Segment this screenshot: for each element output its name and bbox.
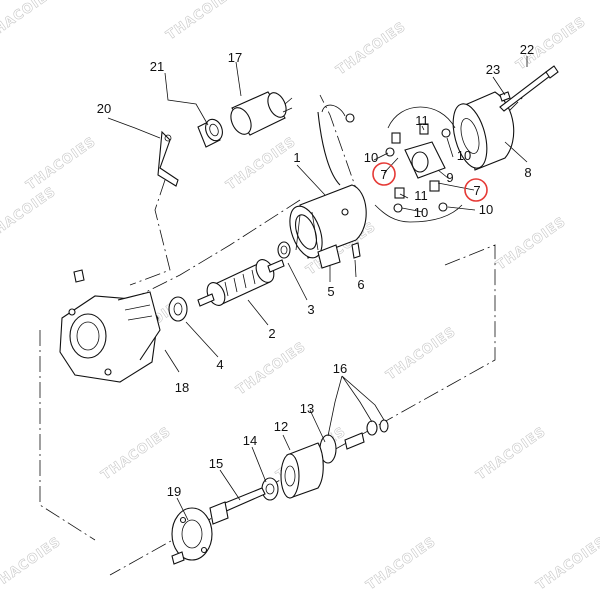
watermark: THACOIES <box>364 534 439 593</box>
through-bolts-22-23 <box>499 65 559 112</box>
callout-7: 7 <box>380 167 387 182</box>
shift-lever-20 <box>157 130 179 187</box>
callout-8: 8 <box>524 165 531 180</box>
callout-21: 21 <box>150 59 164 74</box>
highlight-circle <box>372 162 396 186</box>
callout-3: 3 <box>307 302 314 317</box>
callout-15: 15 <box>209 456 223 471</box>
bearing-part-3 <box>277 241 291 259</box>
watermark: THACOIES <box>494 214 569 273</box>
bearing-part-4 <box>168 296 188 322</box>
bracket-part-19 <box>171 507 213 565</box>
armature-part-2 <box>197 259 285 307</box>
highlight-circles <box>372 162 488 202</box>
brush-holder-assembly <box>374 106 463 223</box>
shaft-part-15 <box>209 487 266 525</box>
callout-18: 18 <box>175 380 189 395</box>
callout-6: 6 <box>357 277 364 292</box>
watermark: THACOIES <box>534 534 600 593</box>
callout-14: 14 <box>243 433 257 448</box>
callout-5: 5 <box>327 284 334 299</box>
watermark: THACOIES <box>234 339 309 398</box>
callout-13: 13 <box>300 401 314 416</box>
callout-19: 19 <box>167 484 181 499</box>
rear-cover-part-8 <box>452 91 515 171</box>
screw-part-6 <box>351 242 361 259</box>
callout-1: 1 <box>293 150 300 165</box>
callout-10: 10 <box>479 202 493 217</box>
callout-4: 4 <box>216 357 223 372</box>
callout-10: 10 <box>364 150 378 165</box>
leader-lines <box>107 56 528 521</box>
yoke-part-1 <box>289 184 367 259</box>
callout-labels: 1 2 3 4 5 6 7 7 8 9 10 10 10 10 11 11 12… <box>97 42 534 499</box>
clutch-spring-parts-16-13 <box>319 419 389 464</box>
watermark: THACOIES <box>474 424 549 483</box>
callout-11: 11 <box>415 113 429 128</box>
callout-10: 10 <box>414 205 428 220</box>
pinion-part-14 <box>261 477 279 501</box>
callout-20: 20 <box>97 101 111 116</box>
drive-housing-part-18 <box>59 269 161 383</box>
watermark: THACOIES <box>0 184 59 243</box>
solenoid-part-17 <box>230 91 355 186</box>
watermark: THACOIES <box>384 324 459 383</box>
watermark: THACOIES <box>334 19 409 78</box>
watermark: THACOIES <box>0 0 59 43</box>
watermark: THACOIES <box>24 134 99 193</box>
callout-10: 10 <box>457 148 471 163</box>
plunger-parts-21 <box>197 118 223 148</box>
callout-16: 16 <box>333 361 347 376</box>
watermark: THACOIES <box>224 134 299 193</box>
callout-12: 12 <box>274 419 288 434</box>
callout-9: 9 <box>446 170 453 185</box>
clutch-part-12 <box>280 442 324 499</box>
watermark: THACOIES <box>99 424 174 483</box>
highlight-circle <box>464 178 488 202</box>
callout-17: 17 <box>228 50 242 65</box>
callout-7: 7 <box>473 183 480 198</box>
callout-2: 2 <box>268 326 275 341</box>
callout-11: 11 <box>414 188 428 203</box>
callout-23: 23 <box>486 62 500 77</box>
watermark: THACOIES <box>164 0 239 43</box>
grommet-part-5 <box>317 244 341 269</box>
watermark: THACOIES <box>0 534 64 593</box>
callout-22: 22 <box>520 42 534 57</box>
